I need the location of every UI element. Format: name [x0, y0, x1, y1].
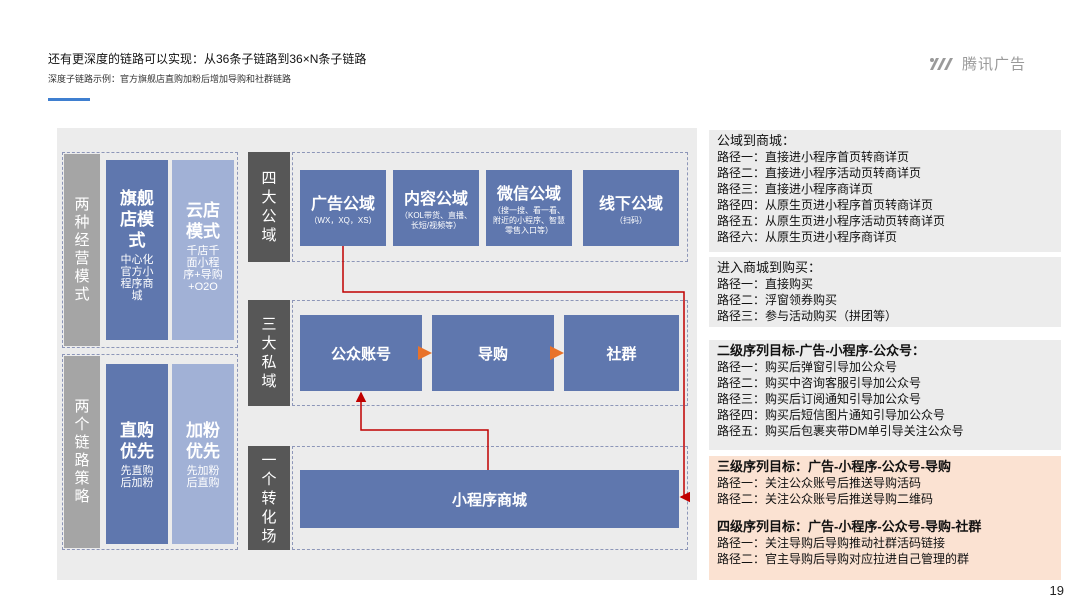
- conversion-label: 一个转化场: [248, 446, 290, 550]
- box-public-to-mall: 公域到商城： 路径一：直接进小程序首页转商详页 路径二：直接进小程序活动页转商详…: [709, 130, 1061, 252]
- page-number: 19: [1049, 583, 1064, 598]
- page-subtitle: 深度子链路示例：官方旗舰店直购加粉后增加导购和社群链路: [48, 74, 292, 84]
- direct-first-box: 直购优先 先直购后加粉: [106, 364, 168, 544]
- domain-wechat: 微信公域 （搜一搜、看一看、附近的小程序、智慧零售入口等）: [486, 170, 572, 246]
- box-level3-4-target: 三级序列目标：广告-小程序-公众号-导购 路径一：关注公众账号后推送导购活码 路…: [709, 456, 1061, 580]
- strategies-group: [62, 354, 238, 550]
- strategies-label: 两个链路策略: [64, 356, 100, 548]
- direct-first-title: 直购优先: [120, 421, 154, 461]
- mini-program-mall: 小程序商城: [300, 470, 679, 528]
- modes-label: 两种经营模式: [64, 154, 100, 346]
- box-mall-to-purchase: 进入商城到购买： 路径一：直接购买 路径二：浮窗领券购买 路径三：参与活动购买（…: [709, 257, 1061, 327]
- cloud-mode-box: 云店模式 千店千面小程序+导购+O2O: [172, 160, 234, 340]
- box-level2-target: 二级序列目标-广告-小程序-公众号： 路径一：购买后弹窗引导加公众号 路径二：购…: [709, 340, 1061, 450]
- flagship-mode-sub: 中心化官方小程序商城: [120, 254, 154, 302]
- public-domains-group: [292, 152, 688, 262]
- private-official-account: 公众账号: [300, 315, 422, 391]
- fans-first-title: 加粉优先: [186, 421, 220, 461]
- modes-group: [62, 152, 238, 348]
- flagship-mode-title: 旗舰店模式: [120, 189, 154, 250]
- public-domains-label: 四大公域: [248, 152, 290, 262]
- cloud-mode-title: 云店模式: [186, 201, 220, 241]
- tencent-ads-logo-icon: [930, 57, 953, 70]
- arrow-mall-to-account: [355, 391, 489, 470]
- arrow-ad-to-mall: [342, 246, 690, 503]
- domain-content: 内容公域 （KOL带货、直播、长短/视频等）: [393, 170, 479, 246]
- direct-first-sub: 先直购后加粉: [120, 465, 154, 489]
- fans-first-box: 加粉优先 先加粉后直购: [172, 364, 234, 544]
- cloud-mode-sub: 千店千面小程序+导购+O2O: [183, 245, 223, 293]
- domain-offline: 线下公域 （扫码）: [583, 170, 679, 246]
- private-shopping-guide: 导购: [432, 315, 554, 391]
- private-domains-label: 三大私域: [248, 300, 290, 406]
- brand-text: 腾讯广告: [962, 56, 1027, 73]
- private-domains-group: [292, 300, 688, 406]
- page-title: 还有更深度的链路可以实现：从36条子链路到36×N条子链路: [48, 52, 367, 66]
- flagship-mode-box: 旗舰店模式 中心化官方小程序商城: [106, 160, 168, 340]
- domain-ad: 广告公域 （WX，XQ，XS）: [300, 170, 386, 246]
- title-underline: [48, 98, 90, 101]
- fans-first-sub: 先加粉后直购: [186, 465, 220, 489]
- private-community: 社群: [564, 315, 679, 391]
- brand-logo: 腾讯广告: [928, 53, 1026, 74]
